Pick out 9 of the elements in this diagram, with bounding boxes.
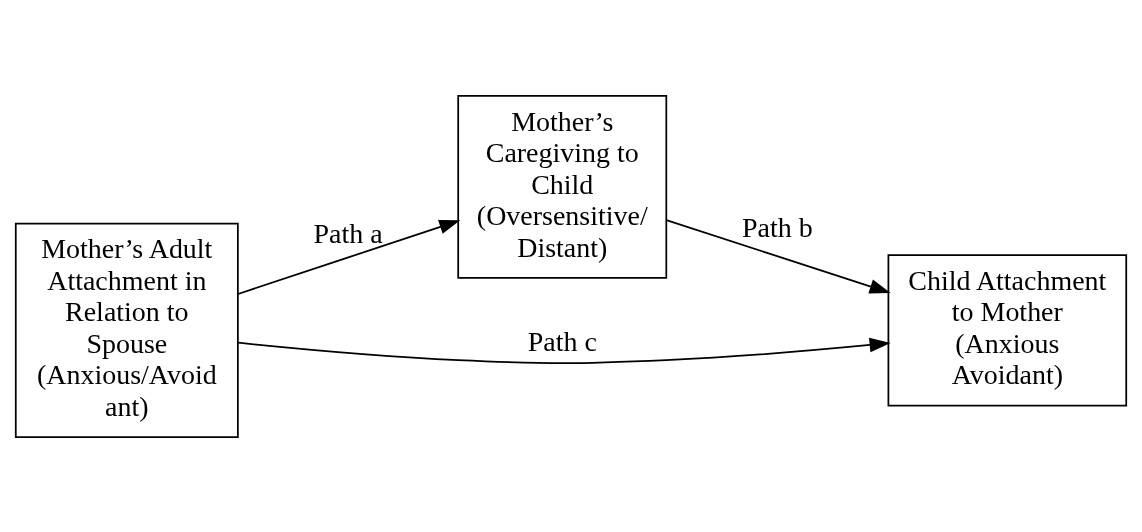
edge-label: Path b (742, 211, 813, 243)
node-box: Mother’s Caregiving to Child (Oversensitive/ Distant) (457, 94, 668, 279)
arrow (237, 337, 891, 364)
edge-label: Path c (527, 325, 597, 357)
edge-label: Path a (313, 217, 383, 249)
arrow (237, 219, 461, 295)
node-box: Child Attachment to Mother (Anxious Avoidant) (887, 253, 1128, 406)
arrow (665, 218, 891, 293)
node-box: Mother’s Adult Attachment in Relation to Spouse (Anxious/Avoid ant) (14, 222, 239, 438)
